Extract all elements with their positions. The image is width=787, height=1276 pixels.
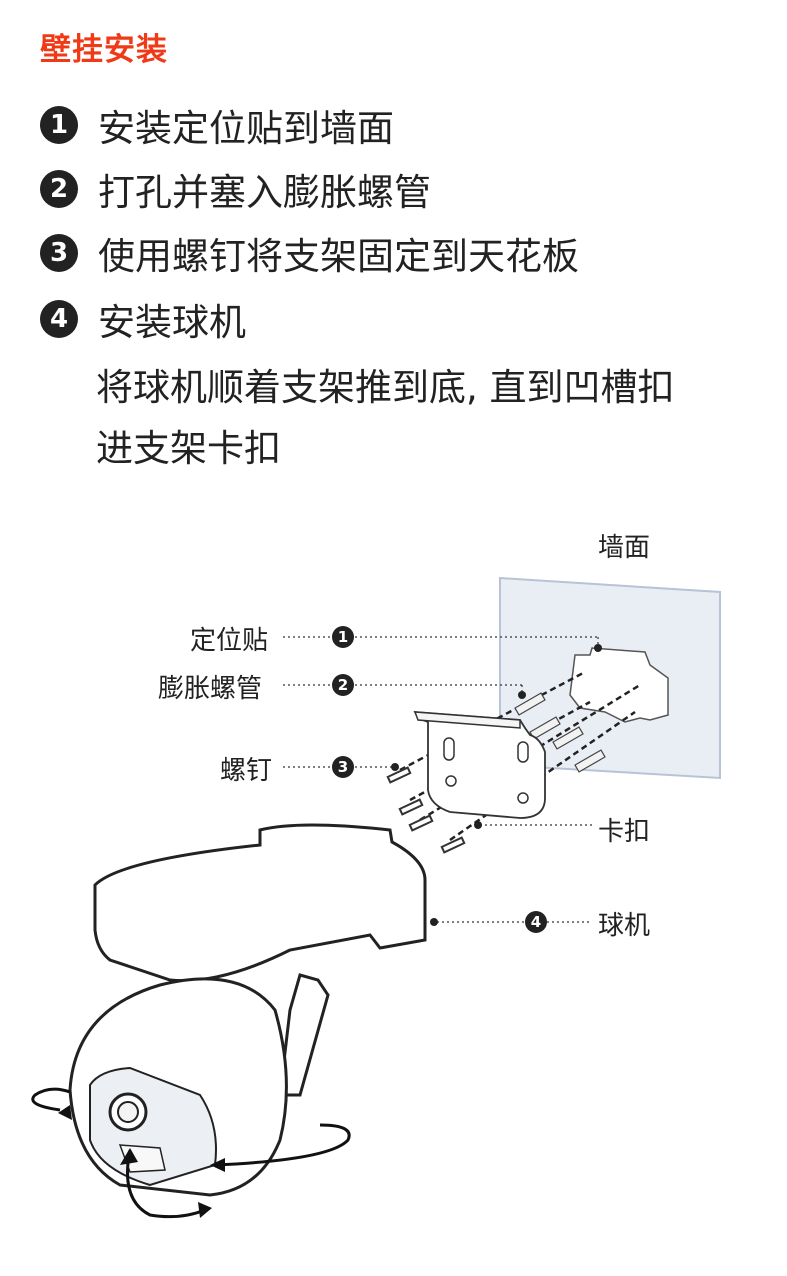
step-1: 1 安装定位贴到墙面 <box>40 98 394 152</box>
label-positioning-sticker: 定位贴 <box>190 626 269 656</box>
marker-3-icon: 3 <box>332 756 354 778</box>
marker-2-icon: 2 <box>332 674 354 696</box>
step-2: 2 打孔并塞入膨胀螺管 <box>40 162 431 216</box>
section-title: 壁挂安装 <box>40 32 168 68</box>
step-number-icon: 2 <box>40 170 78 208</box>
step-4-detail-line-2: 进支架卡扣 <box>96 427 281 470</box>
step-text: 使用螺钉将支架固定到天花板 <box>98 235 579 278</box>
step-number-icon: 3 <box>40 234 78 272</box>
label-screw: 螺钉 <box>220 756 273 786</box>
step-text: 安装球机 <box>98 301 246 344</box>
dome-camera <box>68 823 427 1197</box>
step-3: 3 使用螺钉将支架固定到天花板 <box>40 226 579 280</box>
step-number-icon: 1 <box>40 106 78 144</box>
label-wall: 墙面 <box>598 533 651 563</box>
step-number-icon: 4 <box>40 300 78 338</box>
step-4-detail-line-1: 将球机顺着支架推到底, 直到凹槽扣 <box>96 366 675 409</box>
step-text: 打孔并塞入膨胀螺管 <box>98 171 431 214</box>
step-4: 4 安装球机 <box>40 292 246 346</box>
marker-1-icon: 1 <box>332 626 354 648</box>
label-camera: 球机 <box>598 911 651 941</box>
marker-4-icon: 4 <box>525 911 547 933</box>
label-anchor: 膨胀螺管 <box>158 674 263 704</box>
step-text: 安装定位贴到墙面 <box>98 107 394 150</box>
label-clip: 卡扣 <box>598 817 651 847</box>
